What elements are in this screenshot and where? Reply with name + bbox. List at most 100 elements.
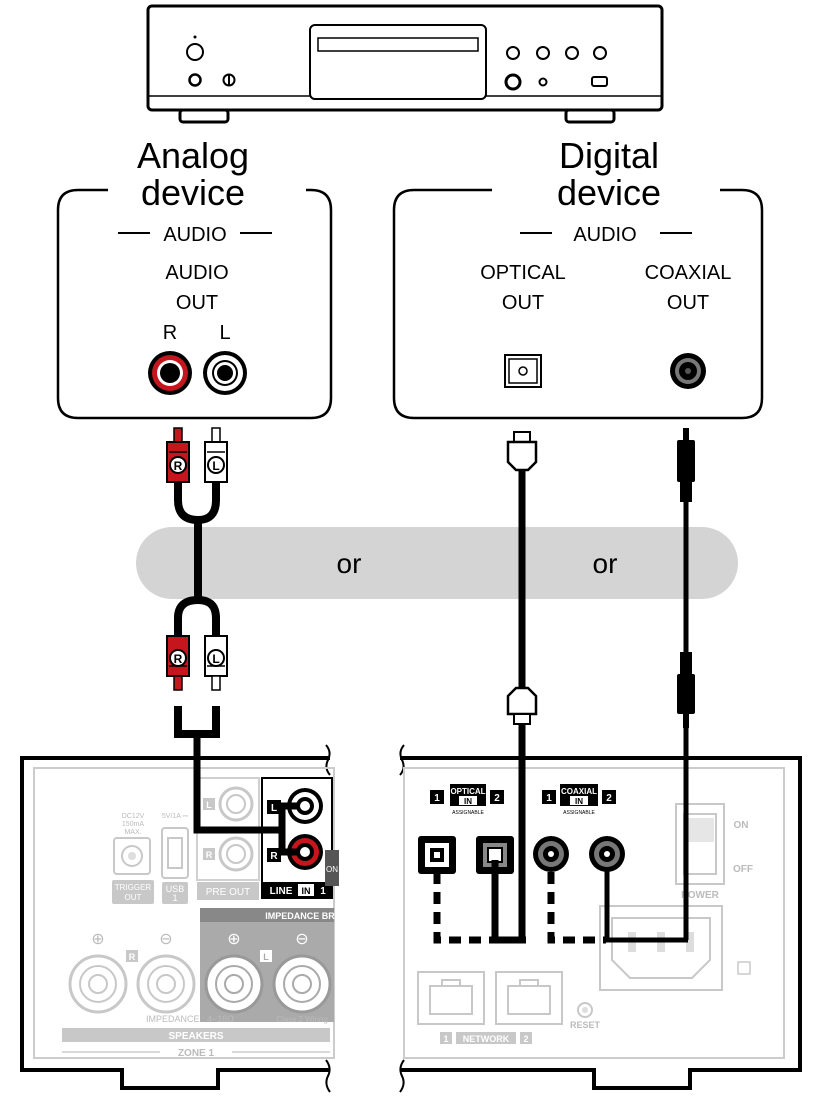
minus-icon: ⊖ xyxy=(159,931,172,948)
optical-plug-bottom-icon xyxy=(506,686,538,716)
power-off-label: OFF xyxy=(733,864,753,875)
optical-num1: 1 xyxy=(434,793,440,804)
digital-section-label: AUDIO xyxy=(573,224,636,246)
network-port-1-icon xyxy=(429,979,473,1015)
svg-text:1: 1 xyxy=(172,893,177,903)
digital-cables-into-receiver xyxy=(433,724,689,944)
coaxial-num2: 2 xyxy=(606,793,612,804)
control-button-icon xyxy=(593,46,607,60)
coaxial-plug-bottom-icon xyxy=(677,674,695,714)
digital-device-panel: Digital device AUDIO OPTICAL OUT COAXIAL… xyxy=(392,135,764,420)
plug-l-label-bottom: L xyxy=(212,652,219,666)
control-button-icon xyxy=(565,46,579,60)
receiver-rear-right: 1 OPTICAL IN 2 ASSIGNABLE 1 COAXIAL IN 2… xyxy=(399,744,802,1093)
speaker-terminal-icon xyxy=(272,954,332,1014)
trigger-label: TRIGGER xyxy=(115,883,152,892)
speaker-terminal-icon xyxy=(136,954,196,1014)
or-band: or or xyxy=(136,527,738,599)
zone-label: ZONE 1 xyxy=(178,1048,215,1059)
coaxial-assignable: ASSIGNABLE xyxy=(563,810,595,816)
analog-title-line2: device xyxy=(141,172,245,213)
class2-label: Class 2 Wiring xyxy=(276,1015,328,1024)
pre-out-label: PRE OUT xyxy=(206,887,250,898)
analog-out-line2: OUT xyxy=(176,292,218,314)
line-in-label: LINE xyxy=(270,886,293,897)
usb-port-icon xyxy=(591,76,608,87)
line-in-l-badge: L xyxy=(271,803,277,814)
plus-icon: ⊕ xyxy=(227,931,240,948)
optical-num2: 2 xyxy=(494,793,500,804)
speaker-l-badge: L xyxy=(263,952,269,962)
disc-tray xyxy=(309,24,487,100)
on-tab-label: ON xyxy=(326,865,338,874)
reset-label: RESET xyxy=(570,1020,601,1030)
coaxial-in2-port-icon xyxy=(589,836,625,872)
line-in-r-badge: R xyxy=(270,851,278,862)
optical-assignable: ASSIGNABLE xyxy=(452,810,484,816)
phones-jack-icon xyxy=(504,73,522,91)
coaxial-num1: 1 xyxy=(546,793,552,804)
or-label-left: or xyxy=(337,548,362,579)
svg-text:OUT: OUT xyxy=(125,893,142,902)
rca-plug-white-top-icon: L xyxy=(204,427,228,483)
power-button-icon xyxy=(186,43,204,61)
control-button-icon xyxy=(506,46,520,60)
coaxial-plug-top-icon xyxy=(677,440,695,482)
analog-device-panel: Analog device AUDIO AUDIO OUT R L xyxy=(56,135,333,420)
coaxial-out-line1: COAXIAL xyxy=(645,262,732,284)
optical-in-badge: IN xyxy=(464,797,472,806)
network-port-2-icon xyxy=(507,979,551,1015)
power-on-label: ON xyxy=(734,820,749,831)
plug-r-label-bottom: R xyxy=(174,652,183,666)
speaker-terminal-icon xyxy=(204,954,264,1014)
plug-r-label: R xyxy=(174,459,183,473)
optical-in1-port-icon xyxy=(418,836,456,874)
plus-icon: ⊕ xyxy=(91,931,104,948)
usb-label: USB xyxy=(166,884,185,894)
usb-power-label: 5V/1A ⎓ xyxy=(162,813,189,820)
analog-section-label: AUDIO xyxy=(163,224,226,246)
optical-in-title: OPTICAL xyxy=(450,787,485,796)
impedance-br-label: IMPEDANCE BR xyxy=(265,911,335,921)
optical-plug-top-icon xyxy=(506,440,538,472)
optical-in2-port-icon xyxy=(476,836,514,874)
or-label-right: or xyxy=(593,548,618,579)
network-num2: 2 xyxy=(523,1034,528,1044)
rca-plug-red-top-icon: R xyxy=(166,427,190,483)
cd-player xyxy=(146,4,664,124)
analog-cable-into-receiver xyxy=(174,706,300,856)
digital-title-line1: Digital xyxy=(559,135,659,176)
analog-out-line1: AUDIO xyxy=(165,262,228,284)
optical-out-line1: OPTICAL xyxy=(480,262,566,284)
coaxial-in-badge: IN xyxy=(575,797,583,806)
speakers-label: SPEAKERS xyxy=(168,1031,223,1042)
analog-title-line1: Analog xyxy=(137,135,249,176)
analog-jack-r-label: R xyxy=(163,322,177,344)
usb-port-icon xyxy=(167,837,183,869)
coaxial-out-line2: OUT xyxy=(667,292,709,314)
plug-l-label: L xyxy=(212,459,219,473)
rca-plug-white-bottom-icon: L xyxy=(204,635,228,691)
impedance-label: IMPEDANCE : 4~16Ω xyxy=(146,1014,234,1024)
network-label: NETWORK xyxy=(463,1034,510,1044)
rca-jack-white-icon xyxy=(203,351,247,395)
speaker-r-badge: R xyxy=(129,952,136,962)
minus-icon: ⊖ xyxy=(295,931,308,948)
optical-jack-icon xyxy=(504,354,542,388)
rca-plug-red-bottom-icon: R xyxy=(166,635,190,691)
pre-out-r-badge: R xyxy=(206,850,213,860)
speaker-terminal-icon xyxy=(68,954,128,1014)
digital-title-line2: device xyxy=(557,172,661,213)
network-num1: 1 xyxy=(443,1034,448,1044)
standby-led-icon xyxy=(193,35,197,39)
power-label: POWER xyxy=(681,890,720,901)
coaxial-in-title: COAXIAL xyxy=(561,787,597,796)
control-button-icon xyxy=(536,46,550,60)
headphone-jack-icon xyxy=(188,73,202,87)
coaxial-jack-icon xyxy=(670,353,706,389)
rca-jack-red-icon xyxy=(148,351,192,395)
optical-out-line2: OUT xyxy=(502,292,544,314)
